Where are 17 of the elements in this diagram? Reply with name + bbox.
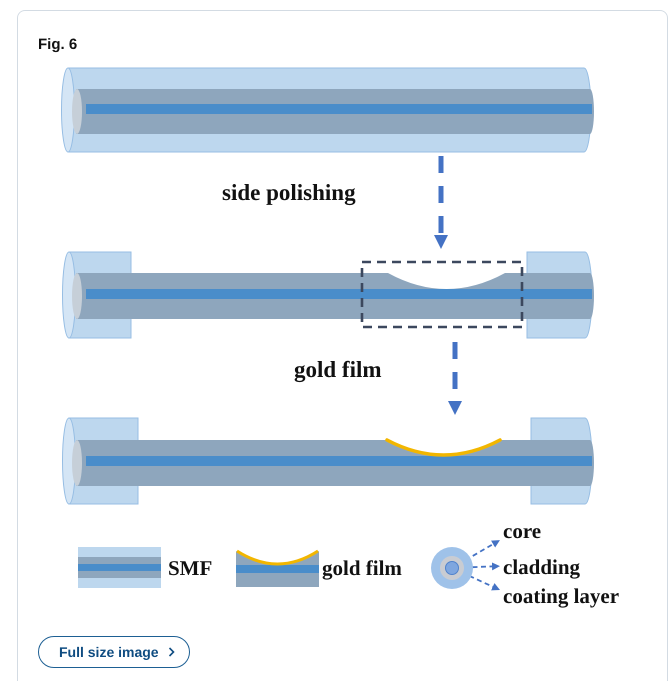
polished-fiber-drawing: [60, 250, 596, 340]
full-size-image-link: Full size image: [38, 636, 190, 668]
figure-title: Fig. 6: [38, 36, 78, 53]
legend-label: SMF: [168, 555, 212, 581]
cladding-circle: [440, 556, 464, 580]
edge-label: gold film: [294, 357, 382, 383]
dashed-arrow: [468, 575, 500, 590]
edge-label: side polishing: [222, 180, 356, 206]
callout-label: core: [503, 519, 542, 543]
film-coated-fiber-drawing: [60, 416, 596, 506]
callout-label: coating layer: [503, 584, 620, 608]
core-circle: [445, 561, 459, 575]
dashed-arrow: [448, 342, 462, 415]
callout-label: cladding: [503, 555, 580, 579]
legend-label: gold film: [322, 555, 402, 581]
optical-fiber-drawing: [60, 66, 596, 154]
dashed-arrow: [434, 156, 448, 249]
